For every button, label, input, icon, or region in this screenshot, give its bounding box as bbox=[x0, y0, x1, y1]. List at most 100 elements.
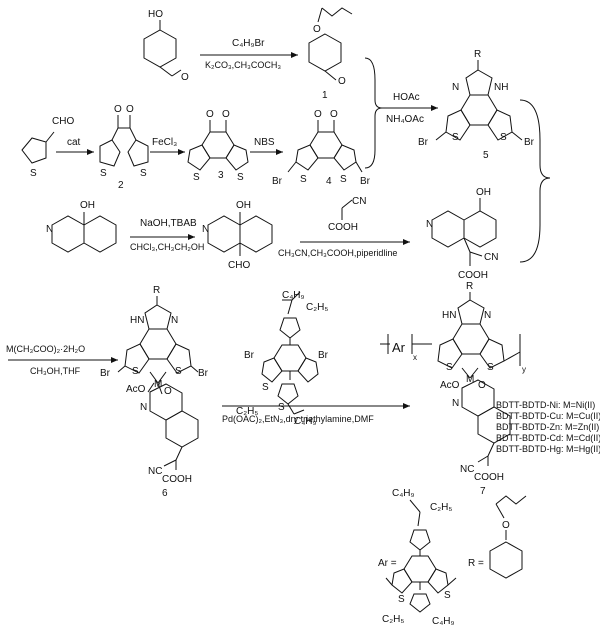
compound-3-structure: O O S S bbox=[187, 109, 249, 183]
reagent-naoh-tbab: NaOH,TBAB bbox=[140, 218, 197, 229]
n-label: N bbox=[426, 219, 433, 230]
aldehyde-o-label: O bbox=[338, 76, 346, 87]
s-label: S bbox=[100, 168, 107, 179]
hn-label: HN bbox=[442, 310, 456, 321]
compound-6-number: 6 bbox=[162, 488, 168, 499]
s-label: S bbox=[398, 594, 405, 605]
n-label: N bbox=[452, 398, 459, 409]
reagent-nh4oac: NH₄OAc bbox=[386, 114, 424, 125]
reagent-fecl3: FeCl₃ bbox=[152, 137, 177, 148]
hydroxybenzaldehyde-structure: HO O bbox=[143, 9, 189, 83]
s-label: S bbox=[487, 362, 494, 373]
ar-label: Ar bbox=[392, 340, 406, 355]
o-label: O bbox=[330, 109, 338, 120]
y-subscript: y bbox=[522, 365, 526, 374]
br-label: Br bbox=[524, 137, 535, 148]
o-label: O bbox=[206, 109, 214, 120]
ho-label: HO bbox=[148, 9, 163, 20]
compound-2-number: 2 bbox=[118, 180, 124, 191]
c4h9-label: C₄H₉ bbox=[392, 488, 415, 499]
r-eq-label: R = bbox=[468, 558, 484, 569]
polymer-zn: BDTT-BDTD-Zn: M=Zn(II) bbox=[496, 422, 599, 432]
c2h5-label: C₂H₅ bbox=[430, 502, 452, 513]
s-label: S bbox=[193, 172, 200, 183]
cyanoacetic-acid-structure: CN COOH bbox=[328, 196, 366, 233]
s-label: S bbox=[140, 168, 147, 179]
polymer-hg: BDTT-BDTD-Hg: M=Hg(II) bbox=[496, 444, 600, 454]
c2h5-label: C₂H₅ bbox=[236, 406, 258, 417]
formyl-hydroxyquinoline-structure: OH N CHO bbox=[202, 200, 273, 271]
polymer-7-structure: Ar x y R HN N S S M AcO O N NC COOH bbox=[380, 281, 526, 483]
compound-1-structure: O O bbox=[308, 7, 353, 87]
nc-label: NC bbox=[460, 464, 474, 475]
c4h9-label: C₄H₉ bbox=[432, 616, 455, 627]
r-label: R bbox=[474, 49, 481, 60]
polymer-legend: BDTT-BDTD-Ni: M=Ni(II) BDTT-BDTD-Cu: M=C… bbox=[496, 400, 600, 454]
c4h9-label: C₄H₉ bbox=[294, 416, 317, 427]
reagent-c4h9br: C₄H₉Br bbox=[232, 38, 265, 49]
oh-label: OH bbox=[236, 200, 251, 211]
o-label: O bbox=[181, 72, 189, 83]
r-definition-structure: R = O bbox=[468, 495, 527, 579]
reagent-chcl3-etoh: CHCl₃,CH₃CH₂OH bbox=[130, 242, 204, 252]
aco-label: AcO bbox=[440, 380, 460, 391]
cho-label: CHO bbox=[52, 116, 74, 127]
ar-eq-label: Ar = bbox=[378, 558, 397, 569]
cooh-label: COOH bbox=[162, 474, 192, 485]
c4h9-label: C₄H₉ bbox=[282, 290, 305, 301]
compound-4-structure: O O S S Br Br bbox=[272, 109, 371, 187]
thiophene-aldehyde-structure: CHO S bbox=[21, 116, 74, 179]
s-label: S bbox=[452, 132, 459, 143]
n-label: N bbox=[202, 224, 209, 235]
ether-o-label: O bbox=[313, 24, 321, 35]
polymer-ni: BDTT-BDTD-Ni: M=Ni(II) bbox=[496, 400, 595, 410]
reagent-meoh-thf: CH₃OH,THF bbox=[30, 366, 81, 376]
compound-6-structure: R HN N S S Br Br M AcO O N NC COOH bbox=[100, 285, 209, 485]
br-label: Br bbox=[360, 176, 371, 187]
o-label: O bbox=[314, 109, 322, 120]
o-label: O bbox=[114, 104, 122, 115]
compound-2-structure: O O S S bbox=[99, 104, 149, 179]
m-label: M bbox=[466, 374, 474, 385]
reagent-nbs: NBS bbox=[254, 137, 275, 148]
s-label: S bbox=[340, 174, 347, 185]
cho-label: CHO bbox=[228, 260, 250, 271]
cooh-label: COOH bbox=[458, 270, 488, 281]
br-label: Br bbox=[418, 137, 429, 148]
n-label: N bbox=[140, 402, 147, 413]
r-label: R bbox=[466, 281, 473, 292]
c2h5-label: C₂H₅ bbox=[306, 302, 328, 313]
reagent-hoac: HOAc bbox=[393, 92, 420, 103]
cooh-label: COOH bbox=[328, 222, 358, 233]
compound-4-number: 4 bbox=[326, 176, 332, 187]
n-label: N bbox=[171, 315, 178, 326]
compound-7-number: 7 bbox=[480, 486, 486, 497]
compound-5-number: 5 bbox=[483, 150, 489, 161]
m-label: M bbox=[154, 379, 162, 390]
polymer-cd: BDTT-BDTD-Cd: M=Cd(II) bbox=[496, 433, 600, 443]
br-label: Br bbox=[272, 176, 283, 187]
s-label: S bbox=[300, 174, 307, 185]
br-label: Br bbox=[318, 350, 329, 361]
oh-label: OH bbox=[476, 187, 491, 198]
r-label: R bbox=[153, 285, 160, 296]
oh-label: OH bbox=[80, 200, 95, 211]
reagent-k2co3: K₂CO₃,CH₃COCH₃ bbox=[205, 60, 281, 70]
o-label: O bbox=[222, 109, 230, 120]
s-label: S bbox=[278, 402, 285, 413]
o-label: O bbox=[478, 380, 486, 391]
hydroxyquinoline-structure: OH N bbox=[46, 200, 117, 253]
compound-3-number: 3 bbox=[218, 170, 224, 181]
n-label: N bbox=[484, 310, 491, 321]
o-label: O bbox=[126, 104, 134, 115]
s-label: S bbox=[262, 382, 269, 393]
compound-1-number: 1 bbox=[322, 90, 328, 101]
ar-definition-structure: Ar = C₄H₉ C₂H₅ S S C₂H₅ C₄H₉ bbox=[378, 488, 457, 627]
n-label: N bbox=[452, 82, 459, 93]
s-label: S bbox=[237, 172, 244, 183]
cn-label: CN bbox=[484, 252, 498, 263]
s-label: S bbox=[444, 590, 451, 601]
s-label: S bbox=[132, 366, 139, 377]
c2h5-label: C₂H₅ bbox=[382, 614, 404, 625]
s-label: S bbox=[30, 168, 37, 179]
